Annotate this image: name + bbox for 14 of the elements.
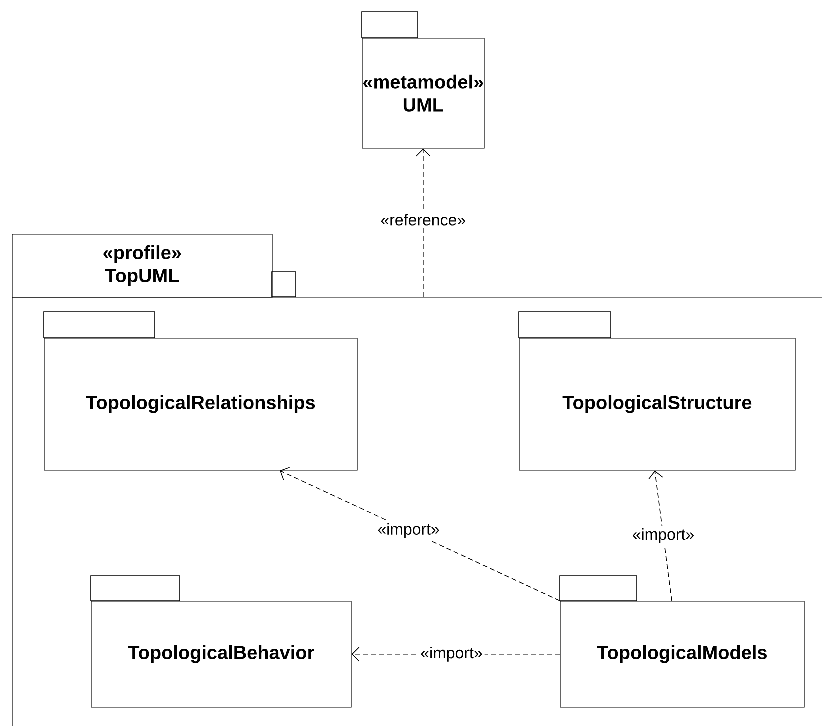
package-box: «metamodel» UML xyxy=(362,12,485,149)
dependency-arrow xyxy=(280,467,560,602)
node-label: «profile» xyxy=(104,246,182,264)
package-box: TopologicalModels xyxy=(560,576,805,708)
edge-label: «reference» xyxy=(378,212,468,228)
package-box: TopologicalRelationships xyxy=(44,312,358,471)
dependency-arrow xyxy=(416,148,431,298)
dependency-arrow xyxy=(648,470,672,602)
package-box: TopologicalBehavior xyxy=(90,576,352,708)
edge-label: «import» xyxy=(418,644,485,664)
node-label: TopUML xyxy=(105,269,180,286)
edge-label: «import» xyxy=(630,526,697,546)
edge-label: «import» xyxy=(376,521,442,540)
package-box: TopologicalStructure xyxy=(518,312,796,471)
